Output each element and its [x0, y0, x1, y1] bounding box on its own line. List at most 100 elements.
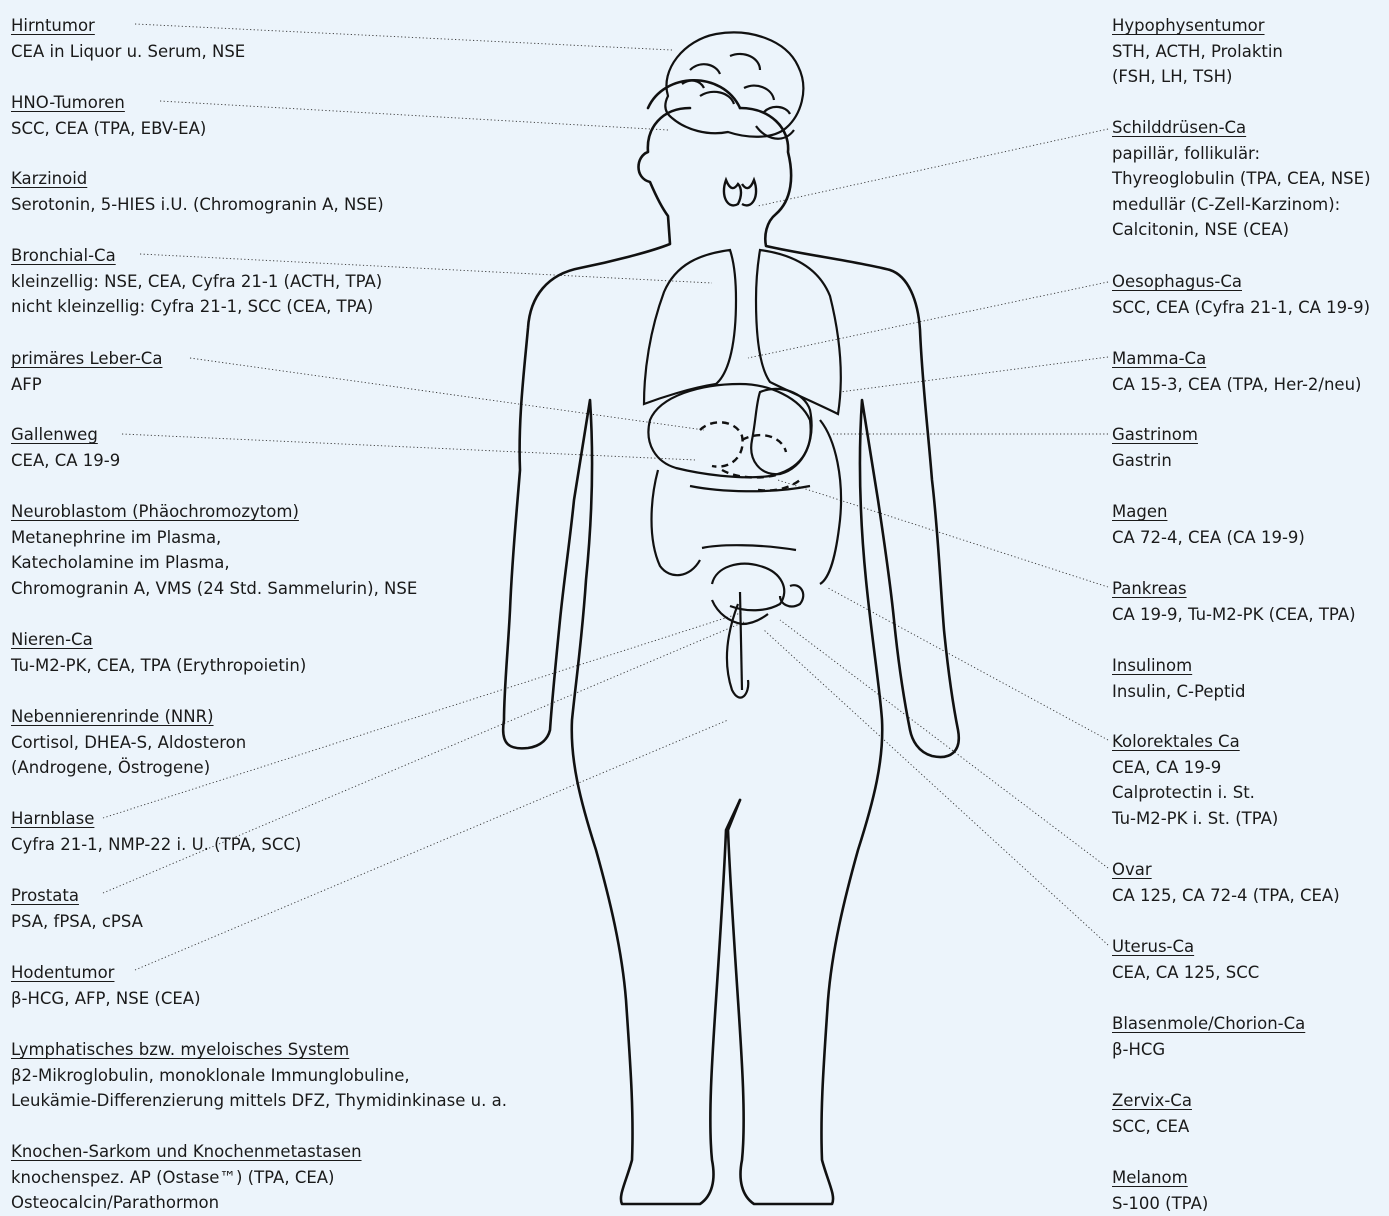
- body-outline: [503, 80, 959, 1204]
- entry-text: S-100 (TPA): [1112, 1191, 1208, 1216]
- entry-text: STH, ACTH, Prolaktin: [1112, 39, 1283, 65]
- entry-title: Hodentumor: [11, 960, 201, 986]
- entry-text: CEA, CA 19-9: [11, 448, 120, 474]
- entry-text: Tu-M2-PK, CEA, TPA (Erythropoietin): [11, 653, 306, 679]
- entry-title: Nieren-Ca: [11, 627, 306, 653]
- entry-text: CA 19-9, Tu-M2-PK (CEA, TPA): [1112, 602, 1356, 628]
- entry-text: SCC, CEA (Cyfra 21-1, CA 19-9): [1112, 295, 1370, 321]
- entry-text: papillär, follikulär:: [1112, 141, 1371, 167]
- entry-text: CEA, CA 125, SCC: [1112, 960, 1259, 986]
- left-entry: KarzinoidSerotonin, 5-HIES i.U. (Chromog…: [11, 166, 384, 217]
- entry-text: Chromogranin A, VMS (24 Std. Sammelurin)…: [11, 576, 417, 602]
- entry-text: CA 72-4, CEA (CA 19-9): [1112, 525, 1305, 551]
- entry-title: Knochen-Sarkom und Knochenmetastasen: [11, 1139, 362, 1165]
- thyroid-icon: [724, 180, 756, 205]
- leader-line: [780, 620, 1108, 868]
- left-entry: Knochen-Sarkom und Knochenmetastasenknoc…: [11, 1139, 362, 1216]
- leader-line: [758, 129, 1108, 206]
- entry-text: β2-Mikroglobulin, monoklonale Immunglobu…: [11, 1063, 507, 1089]
- entry-title: Magen: [1112, 499, 1305, 525]
- entry-text: Gastrin: [1112, 448, 1198, 474]
- entry-text: AFP: [11, 372, 162, 398]
- entry-text: Calprotectin i. St.: [1112, 780, 1278, 806]
- entry-title: Schilddrüsen-Ca: [1112, 115, 1371, 141]
- entry-text: CEA, CA 19-9: [1112, 755, 1278, 781]
- entry-title: Mamma-Ca: [1112, 346, 1361, 372]
- entry-title: Gallenweg: [11, 422, 120, 448]
- entry-text: SCC, CEA (TPA, EBV-EA): [11, 116, 206, 142]
- entry-title: Oesophagus-Ca: [1112, 269, 1370, 295]
- pelvic-organs-icon: [712, 564, 803, 698]
- entry-title: Karzinoid: [11, 166, 384, 192]
- entry-text: PSA, fPSA, cPSA: [11, 909, 143, 935]
- leader-line: [122, 434, 696, 460]
- entry-title: Uterus-Ca: [1112, 934, 1259, 960]
- entry-text: β-HCG, AFP, NSE (CEA): [11, 986, 201, 1012]
- entry-text: Cyfra 21-1, NMP-22 i. U. (TPA, SCC): [11, 832, 301, 858]
- entry-text: CA 125, CA 72-4 (TPA, CEA): [1112, 883, 1340, 909]
- entry-text: Leukämie-Differenzierung mittels DFZ, Th…: [11, 1088, 507, 1114]
- left-entry: Nieren-CaTu-M2-PK, CEA, TPA (Erythropoie…: [11, 627, 306, 678]
- entry-text: nicht kleinzellig: Cyfra 21-1, SCC (CEA,…: [11, 294, 382, 320]
- entry-text: Tu-M2-PK i. St. (TPA): [1112, 806, 1278, 832]
- entry-title: primäres Leber-Ca: [11, 346, 162, 372]
- entry-title: Pankreas: [1112, 576, 1356, 602]
- entry-title: Insulinom: [1112, 653, 1245, 679]
- entry-text: Osteocalcin/Parathormon: [11, 1190, 362, 1216]
- leader-line: [748, 282, 1108, 358]
- leader-line: [778, 480, 1108, 587]
- left-entry: Neuroblastom (Phäochromozytom)Metanephri…: [11, 499, 417, 601]
- entry-text: CEA in Liquor u. Serum, NSE: [11, 39, 245, 65]
- entry-title: Nebennierenrinde (NNR): [11, 704, 246, 730]
- entry-title: Prostata: [11, 883, 143, 909]
- entry-title: Blasenmole/Chorion-Ca: [1112, 1011, 1305, 1037]
- entry-text: medullär (C-Zell-Karzinom):: [1112, 192, 1371, 218]
- left-entry: Nebennierenrinde (NNR)Cortisol, DHEA-S, …: [11, 704, 246, 781]
- entry-title: Zervix-Ca: [1112, 1088, 1192, 1114]
- leader-line: [764, 630, 1108, 945]
- entry-text: Metanephrine im Plasma,: [11, 525, 417, 551]
- entry-title: Neuroblastom (Phäochromozytom): [11, 499, 417, 525]
- entry-title: HNO-Tumoren: [11, 90, 206, 116]
- leader-line: [840, 357, 1108, 392]
- entry-text: Calcitonin, NSE (CEA): [1112, 217, 1371, 243]
- entry-title: Kolorektales Ca: [1112, 729, 1278, 755]
- leader-line: [190, 358, 704, 430]
- lungs-icon: [644, 250, 841, 414]
- entry-title: Lymphatisches bzw. myeloisches System: [11, 1037, 507, 1063]
- brain-icon: [665, 32, 803, 138]
- entry-text: β-HCG: [1112, 1037, 1305, 1063]
- leader-line: [160, 101, 668, 130]
- colon-icon: [700, 422, 800, 490]
- entry-title: Hirntumor: [11, 13, 245, 39]
- entry-title: Gastrinom: [1112, 422, 1198, 448]
- entry-text: SCC, CEA: [1112, 1114, 1192, 1140]
- entry-text: CA 15-3, CEA (TPA, Her-2/neu): [1112, 372, 1361, 398]
- entry-text: Katecholamine im Plasma,: [11, 550, 417, 576]
- entry-title: Melanom: [1112, 1165, 1208, 1191]
- entry-text: Insulin, C-Peptid: [1112, 679, 1245, 705]
- entry-text: Serotonin, 5-HIES i.U. (Chromogranin A, …: [11, 192, 384, 218]
- abdominal-organs-icon: [648, 384, 841, 584]
